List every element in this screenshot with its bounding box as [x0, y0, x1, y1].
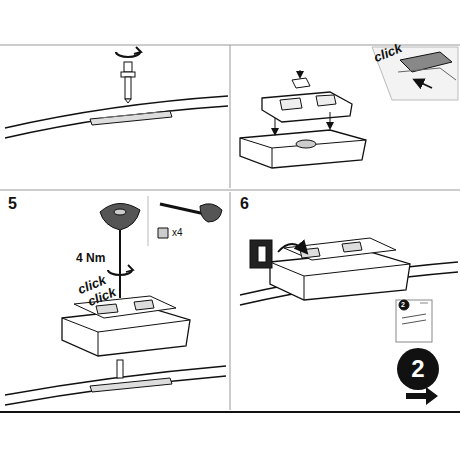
foot-base — [240, 112, 366, 168]
t-bolt — [116, 47, 141, 103]
instruction-booklet — [396, 300, 432, 342]
foot-pad — [262, 70, 352, 122]
detail-inset — [250, 240, 306, 268]
mounted-foot — [270, 238, 410, 300]
roof-rail — [5, 360, 226, 405]
roof-rail — [5, 96, 228, 138]
page-number: 2 — [401, 301, 405, 308]
panel-divider — [0, 190, 460, 191]
quantity-label: x4 — [172, 228, 183, 238]
step-number: 6 — [240, 196, 249, 212]
panel-divider — [0, 411, 460, 413]
step-circle: 2 — [397, 348, 439, 390]
step-number: 5 — [8, 196, 17, 212]
torque-value: 4 Nm — [76, 252, 105, 264]
step-number: 2 — [411, 357, 424, 381]
hex-key-inset — [148, 196, 222, 246]
next-arrow — [406, 387, 438, 405]
panel-divider — [230, 192, 231, 410]
panel-divider — [230, 45, 231, 188]
foot-assembly — [62, 296, 190, 356]
